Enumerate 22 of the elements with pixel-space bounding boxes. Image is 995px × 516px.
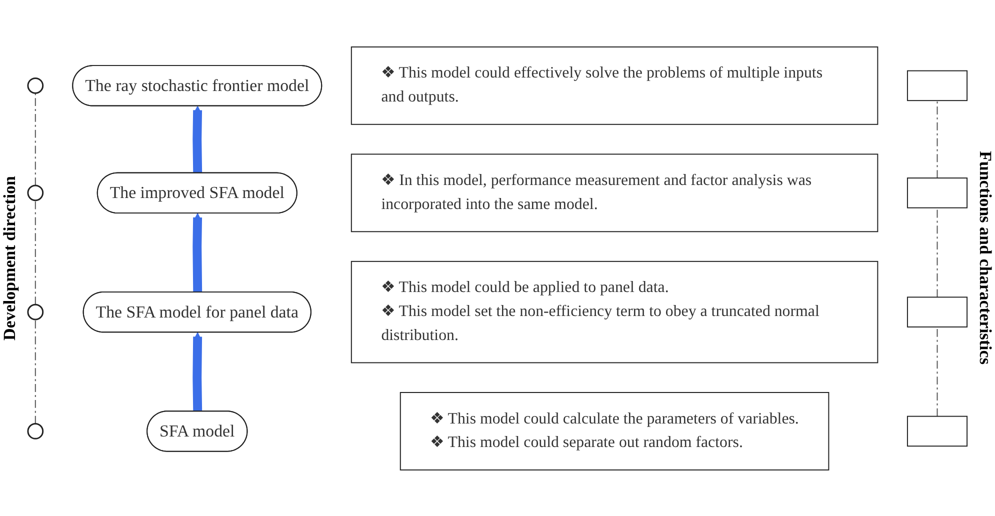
connector [34,92,36,186]
axis-label: Functions and characteristics [975,151,995,365]
node-circle [27,303,44,320]
node-box: ❖ This model could calculate the parameters of variables. ❖ This model could separate out random factors. [400,392,830,470]
node-box: ❖ This model could be applied to panel data. ❖ This model set the non-efficiency term to obey a truncated normal distribution. [350,260,878,363]
connector [34,318,36,424]
node-box: ❖ This model could effectively solve the problems of multiple inputs and outputs. [350,46,878,124]
arrow [192,332,202,412]
connector [936,100,938,178]
node-box: ❖ In this model, performance measurement and factor analysis was incorporated into the same model. [350,153,878,232]
node-box [906,177,968,208]
arrow [192,105,202,173]
node-box [906,296,968,327]
axis-label: Development direction [0,176,20,340]
node-circle [27,184,44,201]
node-box [906,415,968,446]
connector [34,199,36,305]
node-circle [27,77,44,94]
node-box [906,70,968,101]
connector [936,326,938,416]
arrow [192,212,202,292]
node-circle [27,422,44,439]
